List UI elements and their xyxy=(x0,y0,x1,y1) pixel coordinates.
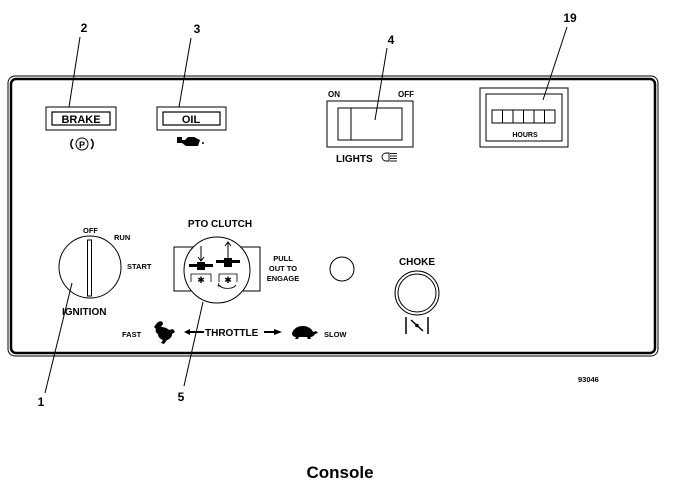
pto-clutch[interactable]: PTO CLUTCH ✱ ✱ PULL OUT TO ENGAGE xyxy=(173,219,300,304)
choke-label: CHOKE xyxy=(399,257,435,268)
blank-plug xyxy=(329,256,355,282)
choke-valve-icon xyxy=(405,317,429,334)
pto-instruction-line-2: OUT TO xyxy=(269,264,297,273)
pto-instruction-line-3: ENGAGE xyxy=(267,274,300,283)
turtle-icon xyxy=(292,326,318,339)
hour-digit-cell xyxy=(533,109,545,124)
throttle-fast-label: FAST xyxy=(122,330,142,339)
oil-label: OIL xyxy=(182,114,201,126)
brake-indicator: BRAKE xyxy=(45,106,117,131)
ignition-position-start: START xyxy=(127,262,152,271)
throttle-label: THROTTLE xyxy=(205,328,259,339)
lights-off-label: OFF xyxy=(398,90,414,99)
callout-numbers: 2 3 4 19 1 5 xyxy=(38,11,577,409)
console-panel xyxy=(7,75,659,357)
rabbit-icon xyxy=(154,321,175,344)
hour-digit-cell xyxy=(523,109,535,124)
pto-disengage-icon: ✱ xyxy=(189,246,213,286)
lights-label: LIGHTS xyxy=(336,154,373,165)
throttle-fast-arrow xyxy=(184,329,204,335)
callout-3: 3 xyxy=(194,22,201,36)
hour-digit-cell xyxy=(502,109,514,124)
throttle-slow-arrow xyxy=(264,329,282,335)
oil-can-icon xyxy=(177,137,204,146)
throttle-control[interactable]: FAST THROTTLE SLOW xyxy=(122,321,347,344)
parking-brake-icon: P xyxy=(70,137,94,151)
hour-digit-cell xyxy=(512,109,524,124)
callout-1: 1 xyxy=(38,395,45,409)
svg-text:✱: ✱ xyxy=(197,276,205,286)
callout-2: 2 xyxy=(81,21,88,35)
lights-switch[interactable]: ON OFF LIGHTS xyxy=(326,90,414,165)
figure-id: 93046 xyxy=(578,375,599,384)
ignition-position-off: OFF xyxy=(83,226,98,235)
headlight-icon xyxy=(381,152,397,162)
choke-control[interactable]: CHOKE xyxy=(394,257,440,334)
callout-4: 4 xyxy=(388,33,395,47)
oil-indicator: OIL xyxy=(156,106,227,131)
hour-meter: HOURS xyxy=(479,87,569,148)
pto-label: PTO CLUTCH xyxy=(188,219,252,230)
lights-on-label: ON xyxy=(328,90,340,99)
hour-digit-cell xyxy=(544,109,556,124)
brake-label: BRAKE xyxy=(61,114,100,126)
ignition-position-run: RUN xyxy=(114,233,130,242)
hours-label: HOURS xyxy=(512,132,538,139)
callout-19: 19 xyxy=(563,11,577,25)
pto-instruction-line-1: PULL xyxy=(273,254,293,263)
svg-text:✱: ✱ xyxy=(224,276,232,286)
throttle-slow-label: SLOW xyxy=(324,330,347,339)
ignition-switch[interactable]: OFF RUN START IGNITION xyxy=(58,226,152,318)
ignition-label: IGNITION xyxy=(62,307,106,318)
hour-digit-cells xyxy=(491,109,556,124)
hour-digit-cell xyxy=(491,109,503,124)
callout-5: 5 xyxy=(178,390,185,404)
svg-text:P: P xyxy=(79,140,85,150)
pto-engage-icon: ✱ xyxy=(216,241,240,289)
callout-leaders xyxy=(44,26,568,394)
figure-caption: Console xyxy=(306,463,374,482)
